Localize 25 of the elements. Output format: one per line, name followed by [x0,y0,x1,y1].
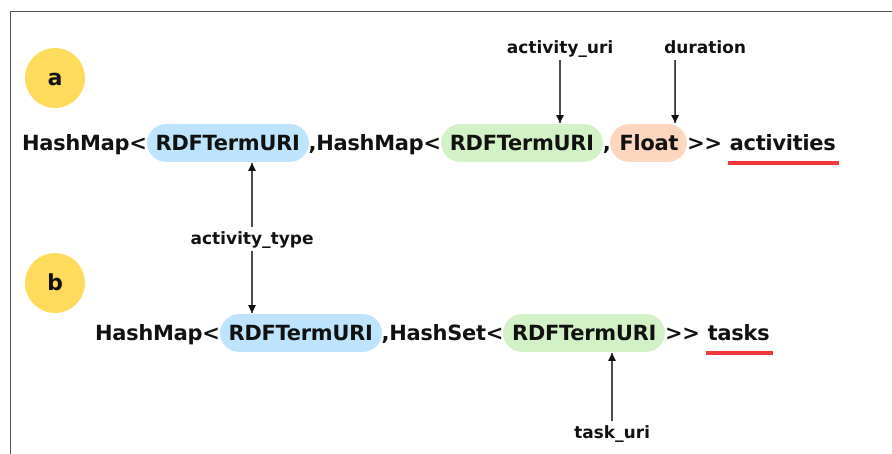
code-text: HashMap< [95,321,220,345]
arrow [671,60,680,123]
type-highlight: Float [610,124,688,162]
field-label: activity_uri [506,38,614,58]
code-text: activities [730,131,836,155]
field-label: duration [664,38,746,58]
code-text: ,HashMap< [308,131,441,155]
code-text: >> [665,321,700,345]
code-text: HashMap< [22,131,146,155]
type-highlight: RDFTermURI [146,124,309,162]
label-circle: a [25,48,85,108]
field-label: task_uri [574,423,650,443]
code-text: >> [687,131,722,155]
type-highlight: RDFTermURI [503,314,666,352]
type-highlight: RDFTermURI [220,314,382,352]
arrow [248,251,256,313]
arrow [248,163,256,227]
label-circle: b [25,253,85,313]
type-highlight: RDFTermURI [440,124,603,162]
arrow [608,353,616,421]
arrow [556,60,564,123]
code-text: tasks [708,321,770,345]
code-text: ,HashSet< [382,321,503,345]
field-label: activity_type [190,229,314,249]
code-text: , [602,131,610,155]
